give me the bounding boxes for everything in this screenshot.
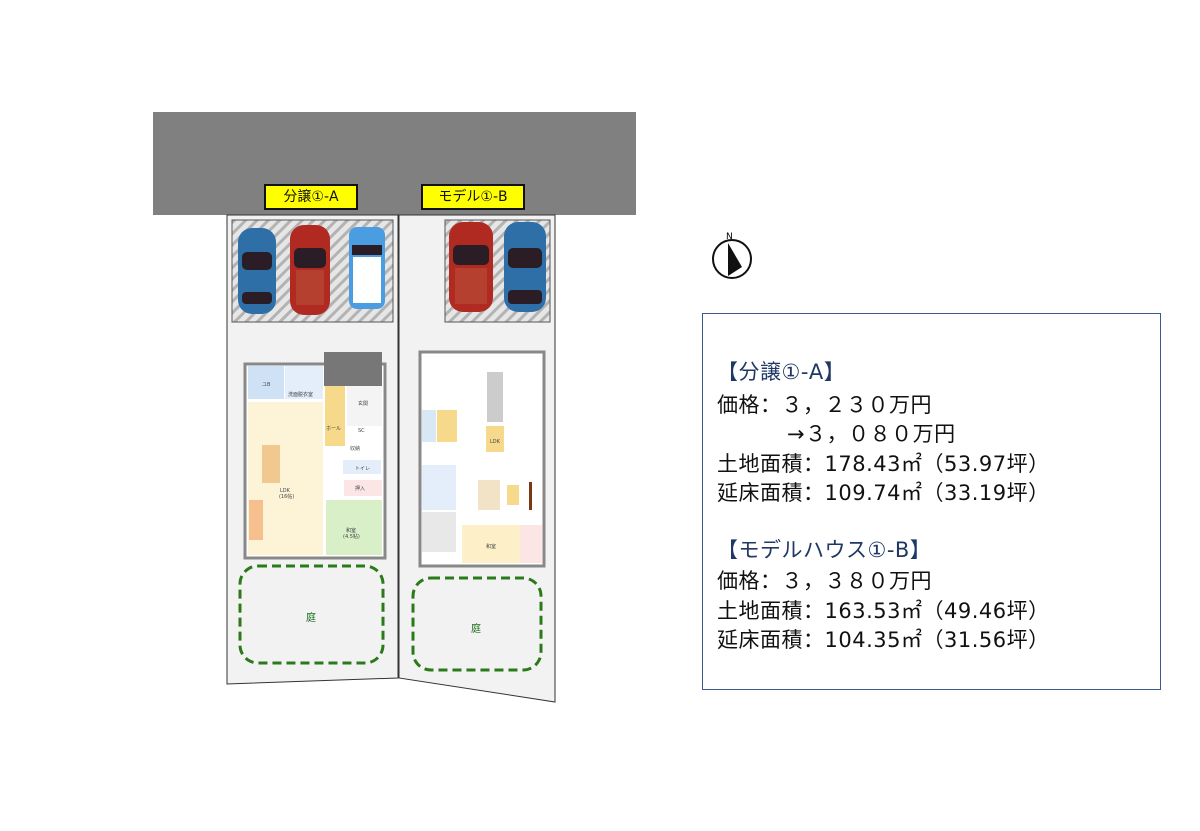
svg-text:玄関: 玄関 xyxy=(358,400,368,407)
north-arrow-icon: N xyxy=(712,232,752,279)
lot-b-floor-area: 延床面積：104.35㎡（31.56坪） xyxy=(717,628,1050,652)
svg-text:(16帖): (16帖) xyxy=(279,493,294,500)
car-red-icon xyxy=(290,225,330,315)
svg-text:収納: 収納 xyxy=(350,445,360,452)
svg-text:N: N xyxy=(726,232,733,242)
lot-b-land-area: 土地面積：163.53㎡（49.46坪） xyxy=(717,599,1050,623)
lot-a-floor-area: 延床面積：109.74㎡（33.19坪） xyxy=(717,481,1050,505)
lot-b-heading: 【モデルハウス①-B】 xyxy=(717,538,932,562)
svg-text:ホール: ホール xyxy=(326,426,341,432)
lot-a-price: 価格：３，２３０万円 xyxy=(717,393,932,417)
car-blue-icon xyxy=(238,228,276,314)
svg-text:洗面脱衣室: 洗面脱衣室 xyxy=(288,391,313,398)
garden-b xyxy=(411,576,543,672)
lot-a-label: 分譲①-A xyxy=(264,184,358,210)
lot-b-label: モデル①-B xyxy=(421,184,525,210)
lot-a-heading: 【分譲①-A】 xyxy=(717,360,846,384)
road xyxy=(153,112,636,215)
svg-text:LDK: LDK xyxy=(490,439,501,445)
car-white-van-icon xyxy=(349,227,385,309)
lot-a-land-area: 土地面積：178.43㎡（53.97坪） xyxy=(717,452,1050,476)
svg-text:和室: 和室 xyxy=(346,527,356,534)
garden-b-label: 庭 xyxy=(471,624,481,635)
floor-plan-a: ユB 洗面脱衣室 玄関 ホール SC 収納 トイレ 押入 LDK (16帖) 和… xyxy=(243,352,387,560)
svg-text:(4.5帖): (4.5帖) xyxy=(343,533,360,540)
lot-b-price: 価格：３，３８０万円 xyxy=(717,569,932,593)
svg-text:トイレ: トイレ xyxy=(355,466,370,472)
car-red-icon xyxy=(449,222,493,312)
garden-a-label: 庭 xyxy=(306,613,316,624)
svg-text:SC: SC xyxy=(358,428,365,434)
lot-a-reduced-price: →３，０８０万円 xyxy=(787,422,956,446)
floor-plan-b: LDK 和室 xyxy=(418,350,546,568)
svg-text:押入: 押入 xyxy=(355,485,365,492)
car-blue-icon xyxy=(504,222,546,312)
price-info-box: 【分譲①-A】 価格：３，２３０万円 →３，０８０万円 土地面積：178.43㎡… xyxy=(702,313,1161,690)
svg-text:ユB: ユB xyxy=(262,382,271,388)
svg-text:LDK: LDK xyxy=(280,488,291,494)
svg-text:和室: 和室 xyxy=(486,543,496,550)
